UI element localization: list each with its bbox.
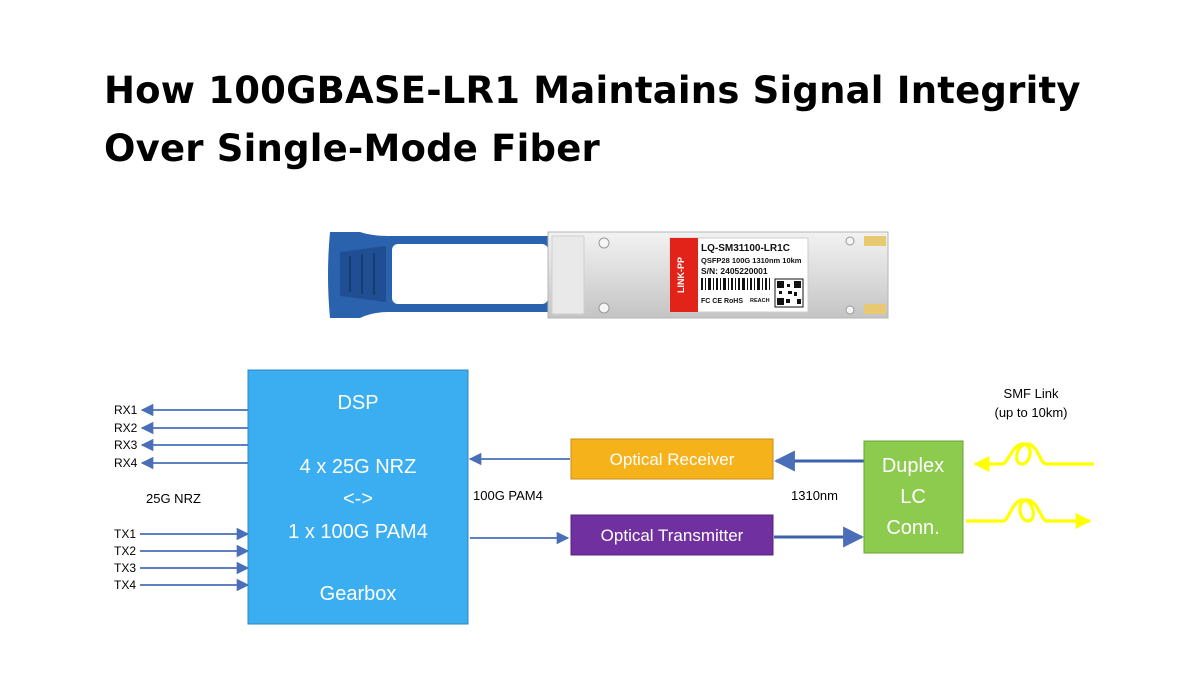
tx-lanes: TX1 TX2 TX3 TX4 <box>114 527 250 592</box>
tx2-label: TX2 <box>114 544 136 558</box>
optical-transmitter-label: Optical Transmitter <box>601 526 744 545</box>
rx-lanes: RX1 RX2 RX3 RX4 <box>114 403 248 470</box>
tx1-label: TX1 <box>114 527 136 541</box>
qr-code <box>774 278 804 308</box>
fiber-tx <box>966 498 1092 529</box>
optical-receiver-label: Optical Receiver <box>610 450 735 469</box>
qsfp28-module-image: LINK-PP LQ-SM31100-LR1C QSFP28 100G 1310… <box>328 231 889 319</box>
tx4-label: TX4 <box>114 578 136 592</box>
dsp-line-2: <-> <box>343 488 373 510</box>
fiber-rx <box>973 442 1094 472</box>
page-title: How 100GBASE-LR1 Maintains Signal Integr… <box>104 62 1081 178</box>
rx1-label: RX1 <box>114 403 138 417</box>
barcode <box>701 278 770 290</box>
optical-receiver-block: Optical Receiver <box>570 438 774 480</box>
dsp-line-1: 4 x 25G NRZ <box>300 456 417 478</box>
dsp-footer: Gearbox <box>320 583 397 605</box>
pam4-label: 100G PAM4 <box>473 488 543 503</box>
connector-line-1: Duplex <box>882 455 944 477</box>
title-line-2: Over Single-Mode Fiber <box>104 127 600 170</box>
module-model: LQ-SM31100-LR1C <box>701 243 790 254</box>
lane-format-label: 25G NRZ <box>146 491 201 506</box>
brand-logo: LINK-PP <box>676 257 686 293</box>
module-serial: S/N: 2405220001 <box>701 266 768 276</box>
module-spec: QSFP28 100G 1310nm 10km <box>701 256 802 265</box>
title-line-1: How 100GBASE-LR1 Maintains Signal Integr… <box>104 69 1081 112</box>
dsp-block: DSP 4 x 25G NRZ <-> 1 x 100G PAM4 Gearbo… <box>247 369 469 625</box>
rx2-label: RX2 <box>114 421 138 435</box>
connector-line-2: LC <box>900 486 926 508</box>
compliance-marks: FC CE RoHS <box>701 298 743 305</box>
smf-link-label-line-1: SMF Link <box>1004 386 1059 401</box>
duplex-lc-connector-block: Duplex LC Conn. <box>863 440 964 554</box>
rx3-label: RX3 <box>114 438 138 452</box>
dsp-title: DSP <box>337 392 378 414</box>
tx3-label: TX3 <box>114 561 136 575</box>
connector-line-3: Conn. <box>886 517 939 539</box>
rx4-label: RX4 <box>114 456 138 470</box>
reach-mark: REACH <box>750 298 770 304</box>
wavelength-label: 1310nm <box>791 488 838 503</box>
smf-link-label-line-2: (up to 10km) <box>995 405 1068 420</box>
dsp-line-3: 1 x 100G PAM4 <box>288 521 428 543</box>
optical-transmitter-block: Optical Transmitter <box>570 514 774 556</box>
